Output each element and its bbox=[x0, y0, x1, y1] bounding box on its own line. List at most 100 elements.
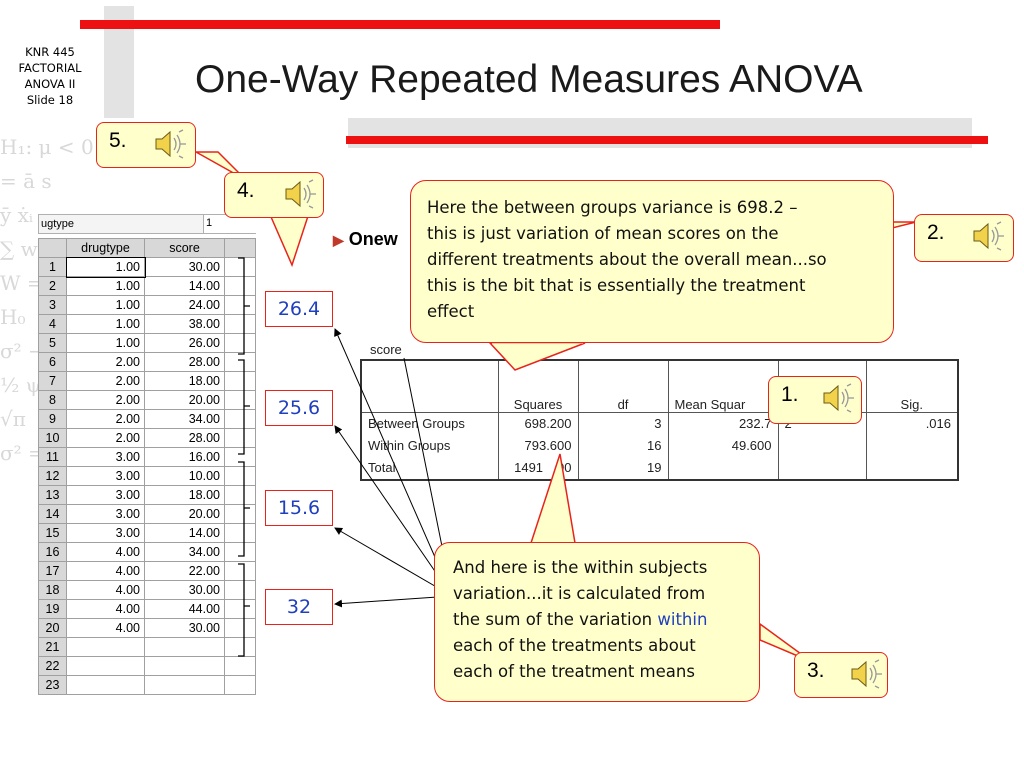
speaker-icon[interactable] bbox=[283, 179, 317, 215]
cell-empty[interactable] bbox=[224, 675, 256, 695]
cell-drugtype[interactable]: 2.00 bbox=[66, 428, 145, 448]
cell-drugtype[interactable]: 4.00 bbox=[66, 618, 145, 638]
cell-score[interactable] bbox=[144, 656, 225, 676]
cell-score[interactable]: 26.00 bbox=[144, 333, 225, 353]
cell-score[interactable]: 34.00 bbox=[144, 542, 225, 562]
row-number[interactable]: 19 bbox=[38, 599, 67, 619]
speaker-icon[interactable] bbox=[971, 221, 1005, 257]
cell-score[interactable]: 28.00 bbox=[144, 428, 225, 448]
row-number[interactable]: 23 bbox=[38, 675, 67, 695]
row-number[interactable]: 22 bbox=[38, 656, 67, 676]
mean-box-1: 26.4 bbox=[265, 291, 333, 327]
row-number[interactable]: 10 bbox=[38, 428, 67, 448]
cell-score[interactable] bbox=[144, 675, 225, 695]
cell-score[interactable]: 30.00 bbox=[144, 618, 225, 638]
row-number[interactable]: 1 bbox=[38, 257, 67, 277]
cell-drugtype[interactable]: 2.00 bbox=[66, 352, 145, 372]
cell-drugtype[interactable]: 4.00 bbox=[66, 542, 145, 562]
var-value-box[interactable]: 1 bbox=[203, 215, 256, 233]
row-number[interactable]: 18 bbox=[38, 580, 67, 600]
cell-score[interactable]: 14.00 bbox=[144, 276, 225, 296]
cell-drugtype[interactable]: 3.00 bbox=[66, 485, 145, 505]
cell-score[interactable]: 16.00 bbox=[144, 447, 225, 467]
cell-drugtype[interactable]: 3.00 bbox=[66, 447, 145, 467]
table-row: 22 bbox=[38, 656, 256, 676]
row-number[interactable]: 17 bbox=[38, 561, 67, 581]
callout-within-subjects: And here is the within subjects variatio… bbox=[434, 542, 760, 702]
cell-score[interactable]: 22.00 bbox=[144, 561, 225, 581]
cell-score[interactable]: 38.00 bbox=[144, 314, 225, 334]
cell-drugtype[interactable]: 3.00 bbox=[66, 523, 145, 543]
audio-callout-5[interactable]: 5. bbox=[96, 122, 196, 168]
speaker-icon[interactable] bbox=[821, 383, 855, 419]
row-within: Within Groups 793.600 16 49.600 bbox=[360, 434, 959, 456]
table-row: 23 bbox=[38, 675, 256, 695]
cell-drugtype[interactable]: 2.00 bbox=[66, 409, 145, 429]
row-number[interactable]: 4 bbox=[38, 314, 67, 334]
row-number[interactable]: 21 bbox=[38, 637, 67, 657]
cell-drugtype[interactable]: 1.00 bbox=[66, 276, 145, 296]
row-number[interactable]: 9 bbox=[38, 409, 67, 429]
row-number[interactable]: 3 bbox=[38, 295, 67, 315]
cell-drugtype[interactable]: 2.00 bbox=[66, 390, 145, 410]
row-number[interactable]: 11 bbox=[38, 447, 67, 467]
row-number[interactable]: 7 bbox=[38, 371, 67, 391]
cell-drugtype[interactable]: 4.00 bbox=[66, 599, 145, 619]
row-number[interactable]: 6 bbox=[38, 352, 67, 372]
cell-drugtype[interactable]: 4.00 bbox=[66, 561, 145, 581]
row-number[interactable]: 8 bbox=[38, 390, 67, 410]
audio-callout-2[interactable]: 2. bbox=[914, 214, 1014, 262]
cell-drugtype[interactable]: 1.00 bbox=[66, 333, 145, 353]
cell-score[interactable]: 30.00 bbox=[144, 580, 225, 600]
cell-drugtype[interactable]: 1.00 bbox=[65, 256, 146, 278]
cell-score[interactable]: 24.00 bbox=[144, 295, 225, 315]
cell-score[interactable]: 30.00 bbox=[144, 257, 225, 277]
row-number[interactable]: 2 bbox=[38, 276, 67, 296]
cell-drugtype[interactable] bbox=[66, 675, 145, 695]
audio-callout-4[interactable]: 4. bbox=[224, 172, 324, 218]
cell-drugtype[interactable]: 3.00 bbox=[66, 466, 145, 486]
audio-callout-3[interactable]: 3. bbox=[794, 652, 888, 698]
cell-drugtype[interactable] bbox=[66, 637, 145, 657]
cell-score[interactable]: 44.00 bbox=[144, 599, 225, 619]
row-number[interactable]: 16 bbox=[38, 542, 67, 562]
speaker-icon[interactable] bbox=[849, 659, 883, 695]
row-number[interactable]: 12 bbox=[38, 466, 67, 486]
cell-score[interactable]: 28.00 bbox=[144, 352, 225, 372]
cell-drugtype[interactable]: 2.00 bbox=[66, 371, 145, 391]
cell-score[interactable]: 18.00 bbox=[144, 485, 225, 505]
slide-number: Slide 18 bbox=[26, 93, 74, 107]
cell-drugtype[interactable]: 1.00 bbox=[66, 314, 145, 334]
cell-score[interactable] bbox=[144, 637, 225, 657]
row-number[interactable]: 14 bbox=[38, 504, 67, 524]
anova-table: Squares df Mean Squar Sig. Between Group… bbox=[360, 359, 959, 481]
cell-score[interactable]: 34.00 bbox=[144, 409, 225, 429]
row-number[interactable]: 20 bbox=[38, 618, 67, 638]
cell-drugtype[interactable] bbox=[66, 656, 145, 676]
cell-drugtype[interactable]: 3.00 bbox=[66, 504, 145, 524]
row-number[interactable]: 13 bbox=[38, 485, 67, 505]
speaker-icon[interactable] bbox=[153, 129, 187, 165]
col-header-drugtype[interactable]: drugtype bbox=[66, 238, 145, 258]
row-number[interactable]: 5 bbox=[38, 333, 67, 353]
col-header-score[interactable]: score bbox=[144, 238, 225, 258]
cell-score[interactable]: 10.00 bbox=[144, 466, 225, 486]
course-code: KNR 445 bbox=[25, 45, 75, 59]
audio-callout-1[interactable]: 1. bbox=[768, 376, 862, 424]
cell-score[interactable]: 14.00 bbox=[144, 523, 225, 543]
cell-drugtype[interactable]: 1.00 bbox=[66, 295, 145, 315]
cell-score[interactable]: 20.00 bbox=[144, 504, 225, 524]
cell-score[interactable]: 20.00 bbox=[144, 390, 225, 410]
cell-score[interactable]: 18.00 bbox=[144, 371, 225, 391]
row-number[interactable]: 15 bbox=[38, 523, 67, 543]
cell-drugtype[interactable]: 4.00 bbox=[66, 580, 145, 600]
row-between: Between Groups 698.200 3 232.7 2 .016 bbox=[360, 411, 959, 434]
